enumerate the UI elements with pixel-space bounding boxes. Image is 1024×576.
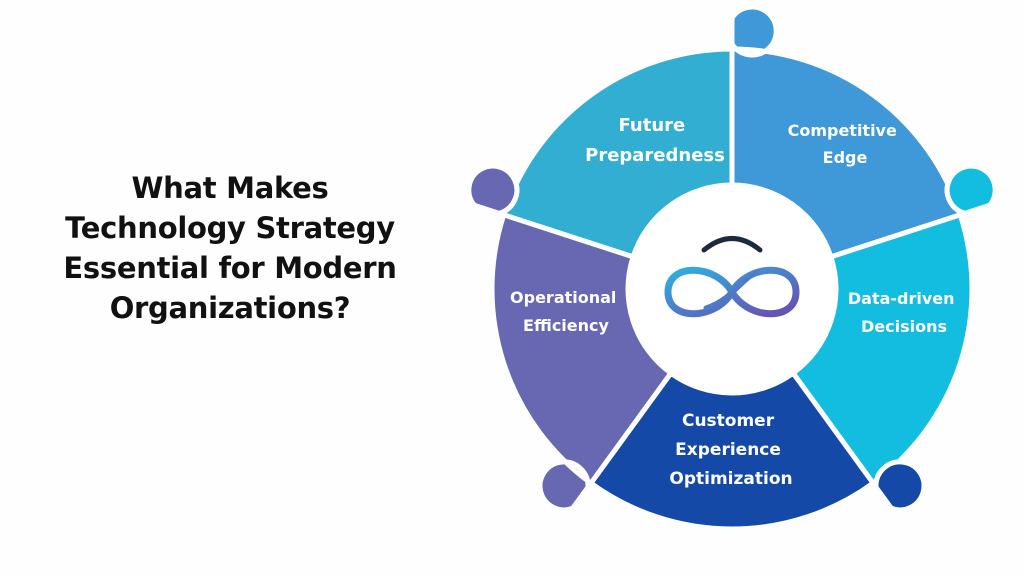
- segment-operational-efficiency: [466, 163, 674, 513]
- label-competitive-edge: Competitive Edge: [788, 121, 903, 167]
- title-line-2: Technology Strategy: [65, 211, 395, 245]
- label-customer-experience-optimization: Customer Experience Optimization: [669, 411, 792, 489]
- label-operational-efficiency: Operational Efficiency: [510, 288, 622, 335]
- label-future-preparedness: Future Preparedness: [585, 115, 725, 166]
- title-line-1: What Makes: [131, 171, 329, 205]
- page-title: What Makes Technology Strategy Essential…: [30, 168, 430, 328]
- infinity-cloud-logo-icon: [664, 236, 800, 318]
- label-data-driven-decisions: Data-driven Decisions: [848, 289, 960, 336]
- title-line-3: Essential for Modern: [63, 251, 397, 285]
- title-line-4: Organizations?: [109, 291, 351, 325]
